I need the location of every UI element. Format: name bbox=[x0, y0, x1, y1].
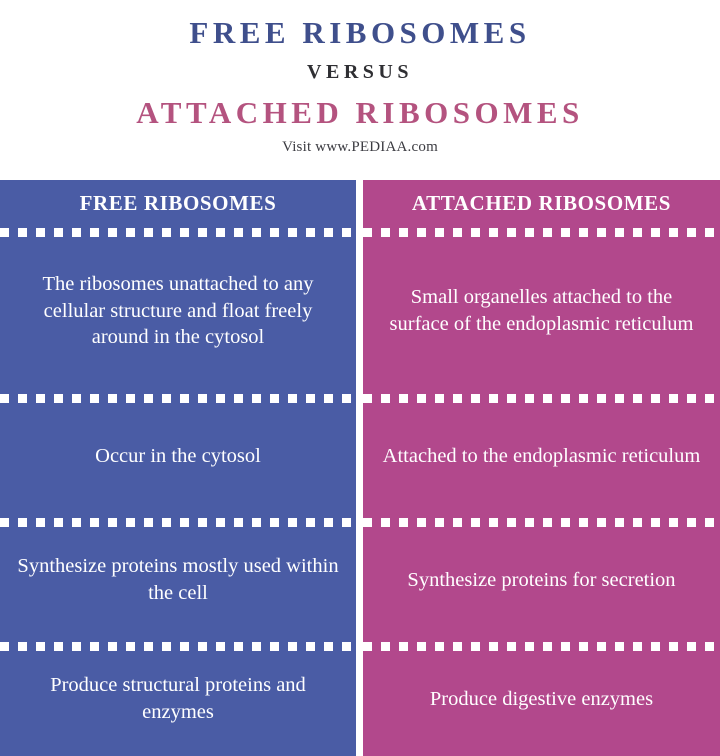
table-cell: Synthesize proteins mostly used within t… bbox=[0, 518, 356, 642]
column-free-ribosomes: FREE RIBOSOMES The ribosomes unattached … bbox=[0, 180, 356, 756]
table-cell: Attached to the endoplasmic reticulum bbox=[363, 394, 720, 518]
title-attached-ribosomes: ATTACHED RIBOSOMES bbox=[136, 95, 584, 131]
source-attribution: Visit www.PEDIAA.com bbox=[282, 138, 438, 155]
table-cell: Produce structural proteins and enzymes bbox=[0, 642, 356, 756]
column-attached-ribosomes: ATTACHED RIBOSOMES Small organelles atta… bbox=[363, 180, 720, 756]
title-versus-separator: VERSUS bbox=[307, 61, 413, 84]
column-header-attached-ribosomes: ATTACHED RIBOSOMES bbox=[363, 180, 720, 228]
table-cell: Produce digestive enzymes bbox=[363, 642, 720, 756]
infographic-header: FREE RIBOSOMES VERSUS ATTACHED RIBOSOMES… bbox=[0, 0, 720, 180]
table-cell: The ribosomes unattached to any cellular… bbox=[0, 228, 356, 394]
table-cell: Occur in the cytosol bbox=[0, 394, 356, 518]
table-cell: Synthesize proteins for secretion bbox=[363, 518, 720, 642]
table-cell: Small organelles attached to the surface… bbox=[363, 228, 720, 394]
comparison-table: FREE RIBOSOMES The ribosomes unattached … bbox=[0, 180, 720, 756]
column-divider bbox=[356, 180, 363, 756]
title-free-ribosomes: FREE RIBOSOMES bbox=[189, 15, 531, 50]
column-header-free-ribosomes: FREE RIBOSOMES bbox=[0, 180, 356, 228]
